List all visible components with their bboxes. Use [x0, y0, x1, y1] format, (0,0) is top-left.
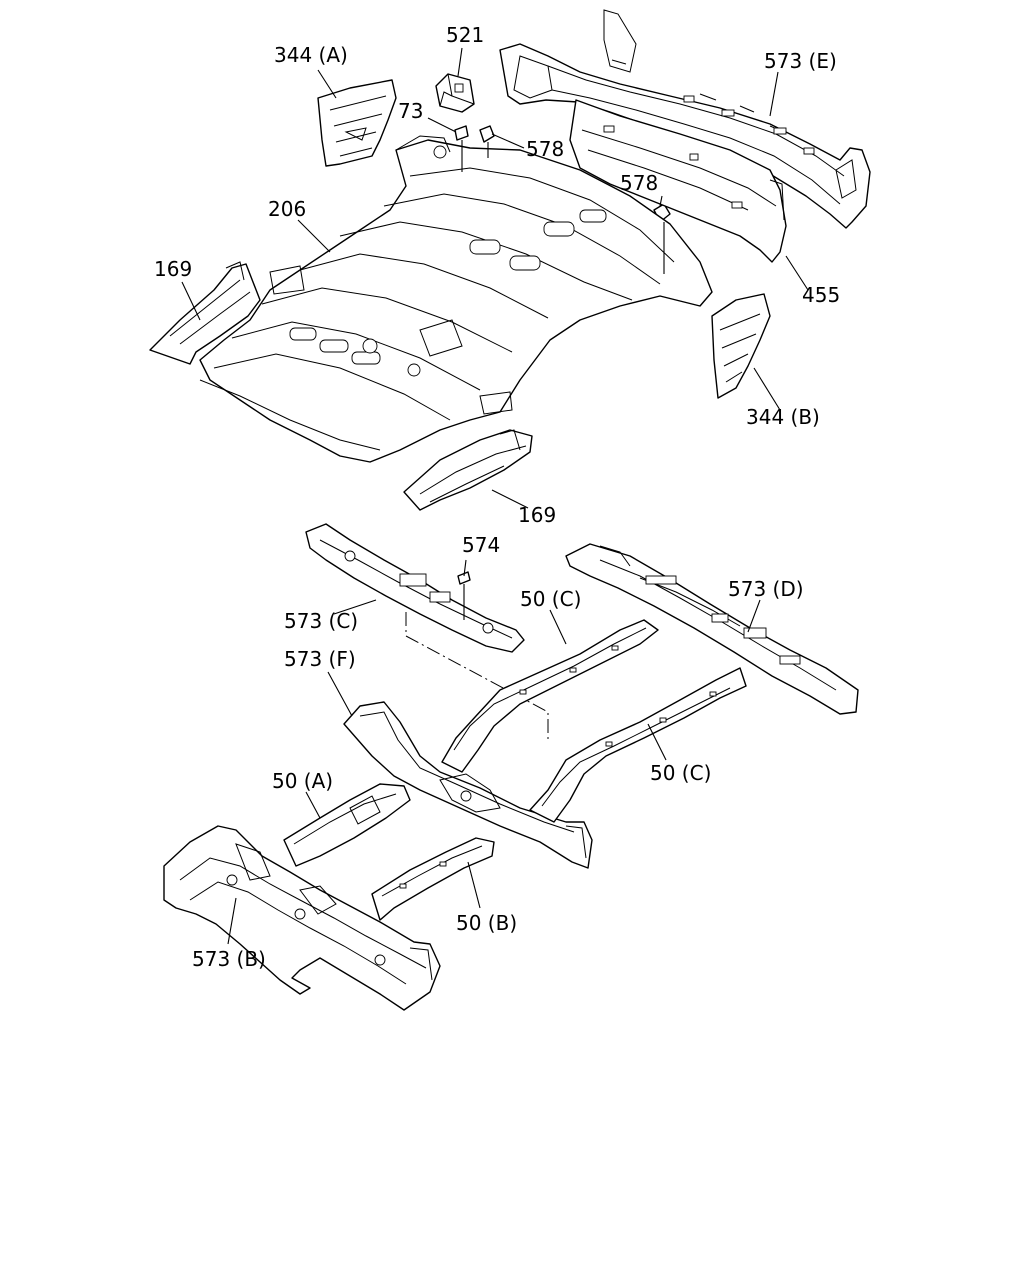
label-169-upper: 169	[154, 257, 192, 281]
label-455: 455	[802, 283, 840, 307]
label-50b: 50 (B)	[456, 911, 517, 935]
part-573b-crossmember	[163, 825, 441, 1011]
part-573c-crossmember	[305, 523, 525, 653]
label-573b: 573 (B)	[192, 947, 266, 971]
part-50a-rail	[283, 783, 411, 867]
part-578-clip-upper	[479, 125, 495, 143]
label-573f: 573 (F)	[284, 647, 356, 671]
part-573d-crossmember	[565, 543, 859, 715]
label-344b: 344 (B)	[746, 405, 820, 429]
label-578-right: 578	[620, 171, 658, 195]
label-521: 521	[446, 23, 484, 47]
leader-lines	[181, 47, 809, 945]
part-50b-rail	[371, 837, 495, 921]
label-50c-upper: 50 (C)	[520, 587, 581, 611]
part-50c-rail-upper	[441, 619, 659, 773]
label-73: 73	[398, 99, 423, 123]
callout-labels: 344 (A) 521 73 578 573 (E) 578 206 169 4…	[154, 23, 840, 971]
part-169-side-upper	[149, 261, 261, 365]
part-169-side-lower	[403, 429, 533, 511]
part-344a-bracket	[317, 79, 397, 167]
part-206-rear-floor	[199, 135, 713, 463]
part-455-cross-panel	[569, 99, 787, 263]
label-574: 574	[462, 533, 500, 557]
part-521-bracket	[435, 73, 475, 113]
label-206: 206	[268, 197, 306, 221]
label-344a: 344 (A)	[274, 43, 348, 67]
label-573d: 573 (D)	[728, 577, 804, 601]
part-50c-rail-lower	[529, 667, 747, 823]
label-573c: 573 (C)	[284, 609, 358, 633]
label-50a: 50 (A)	[272, 769, 333, 793]
part-73-clip	[454, 125, 469, 141]
label-169-lower: 169	[518, 503, 556, 527]
part-344b-bracket	[711, 293, 771, 399]
reference-line	[405, 612, 549, 740]
label-578-upper: 578	[526, 137, 564, 161]
part-573f-crossmember	[343, 701, 593, 869]
label-573e: 573 (E)	[764, 49, 837, 73]
label-50c-lower: 50 (C)	[650, 761, 711, 785]
